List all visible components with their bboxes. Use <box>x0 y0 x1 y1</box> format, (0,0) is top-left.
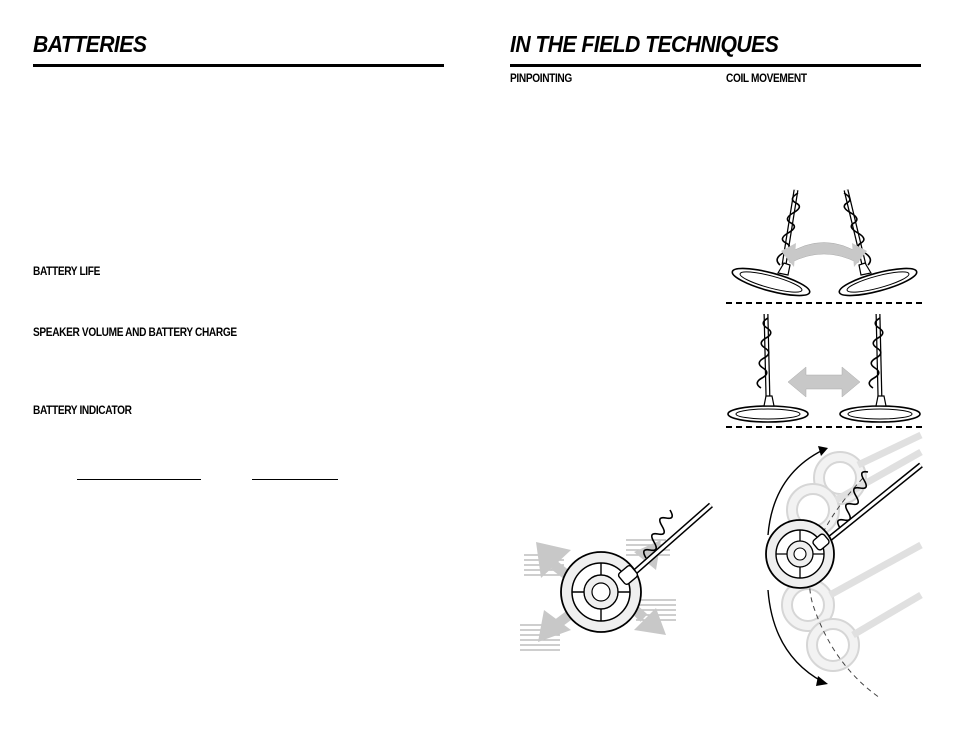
battery-life-heading: BATTERY LIFE <box>33 266 101 278</box>
field-techniques-title: IN THE FIELD TECHNIQUES <box>510 31 779 57</box>
batteries-title: BATTERIES <box>33 31 147 57</box>
field-techniques-title-rule <box>510 64 921 67</box>
underline-blank-1 <box>77 479 201 480</box>
detector-coil-arc-sweep-illustration <box>765 431 923 699</box>
pinpointing-heading: PINPOINTING <box>510 73 572 85</box>
underline-blank-2 <box>252 479 338 480</box>
batteries-title-rule <box>33 64 444 67</box>
detector-coil-level-sweep-illustration <box>727 313 921 423</box>
battery-indicator-heading: BATTERY INDICATOR <box>33 405 132 417</box>
coil-movement-heading: COIL MOVEMENT <box>726 73 807 85</box>
dashed-divider-2 <box>726 426 922 428</box>
dashed-divider-1 <box>726 302 922 304</box>
speaker-volume-heading: SPEAKER VOLUME AND BATTERY CHARGE <box>33 327 237 339</box>
detector-coil-tilting-illustration <box>731 189 918 297</box>
detector-coil-crosshatch-illustration <box>520 502 713 651</box>
